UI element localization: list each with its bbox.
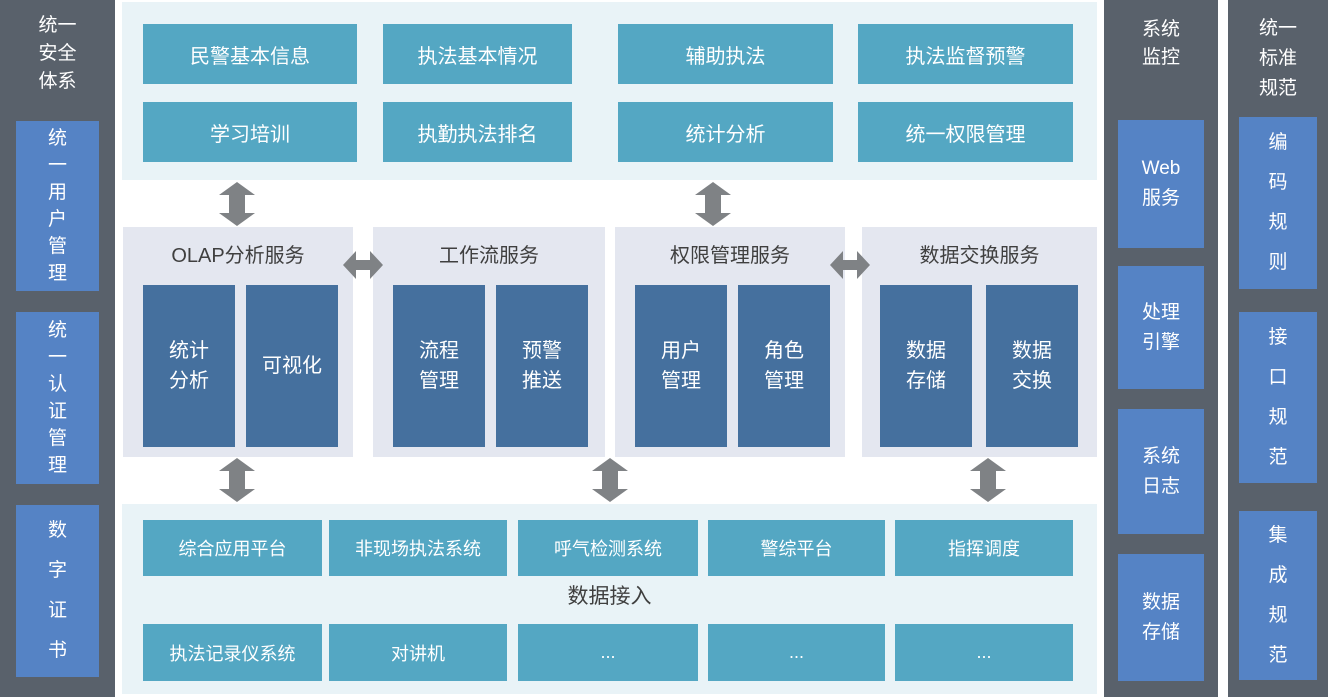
service-group-permission: 权限管理服务 用户 管理 角色 管理	[615, 227, 845, 457]
vertical-double-arrow-icon	[219, 182, 255, 226]
service-group-title: 工作流服务	[439, 245, 539, 267]
box-web-service: Web 服务	[1118, 120, 1204, 248]
unified-security-title: 统一 安全 体系	[38, 15, 77, 92]
unified-security-column: 统一 安全 体系 统 一 用 户 管 理 统 一 认 证 管 理 数 字 证 书	[0, 0, 115, 697]
box-integration-spec: 集 成 规 范	[1239, 511, 1317, 680]
box-processing-engine: 处理 引擎	[1118, 266, 1204, 389]
box-offsite-enforcement-system: 非现场执法系统	[329, 520, 507, 576]
box-ellipsis-2: ...	[708, 624, 885, 681]
data-access-label: 数据接入	[567, 585, 652, 608]
box-statistical-analysis-app: 统计分析	[618, 102, 833, 162]
box-ellipsis-1: ...	[518, 624, 698, 681]
box-warning-push: 预警 推送	[496, 285, 588, 447]
box-supervision-warning: 执法监督预警	[858, 24, 1073, 84]
service-group-olap: OLAP分析服务 统计 分析 可视化	[123, 227, 353, 457]
box-police-basic-info: 民警基本信息	[143, 24, 357, 84]
application-panel: 民警基本信息 执法基本情况 辅助执法 执法监督预警 学习培训 执勤执法排名 统计…	[122, 2, 1097, 180]
box-coding-rules: 编 码 规 则	[1239, 117, 1317, 289]
unified-standard-column: 统一 标准 规范 编 码 规 则 接 口 规 范 集 成 规 范	[1228, 0, 1328, 697]
box-breath-test-system: 呼气检测系统	[518, 520, 698, 576]
box-user-management: 用户 管理	[635, 285, 727, 447]
box-intercom: 对讲机	[329, 624, 507, 681]
data-access-panel: 综合应用平台 非现场执法系统 呼气检测系统 警综平台 指挥调度 数据接入 执法记…	[122, 504, 1097, 694]
box-enforcement-basic-status: 执法基本情况	[383, 24, 572, 84]
vertical-double-arrow-icon	[695, 182, 731, 226]
box-integrated-app-platform: 综合应用平台	[143, 520, 322, 576]
box-stat-analysis: 统计 分析	[143, 285, 235, 447]
box-unified-auth-management: 统 一 认 证 管 理	[16, 312, 99, 484]
box-data-exchange: 数据 交换	[986, 285, 1078, 447]
box-body-camera-system: 执法记录仪系统	[143, 624, 322, 681]
horizontal-double-arrow-icon	[830, 251, 870, 279]
box-interface-spec: 接 口 规 范	[1239, 312, 1317, 483]
box-unified-user-management: 统 一 用 户 管 理	[16, 121, 99, 291]
box-command-dispatch: 指挥调度	[895, 520, 1073, 576]
horizontal-double-arrow-icon	[343, 251, 383, 279]
unified-standard-title: 统一 标准 规范	[1258, 18, 1297, 99]
service-group-data-exchange: 数据交换服务 数据 存储 数据 交换	[862, 227, 1097, 457]
service-group-title: 权限管理服务	[670, 245, 790, 267]
box-data-storage-monitor: 数据 存储	[1118, 554, 1204, 681]
box-process-management: 流程 管理	[393, 285, 485, 447]
box-assisted-enforcement: 辅助执法	[618, 24, 833, 84]
box-learning-training: 学习培训	[143, 102, 357, 162]
system-monitor-title: 系统 监控	[1141, 19, 1180, 68]
vertical-double-arrow-icon	[592, 458, 628, 502]
box-role-management: 角色 管理	[738, 285, 830, 447]
box-data-storage: 数据 存储	[880, 285, 972, 447]
vertical-double-arrow-icon	[970, 458, 1006, 502]
box-unified-permission-mgmt: 统一权限管理	[858, 102, 1073, 162]
box-police-integrated-platform: 警综平台	[708, 520, 885, 576]
system-monitor-column: 系统 监控 Web 服务 处理 引擎 系统 日志 数据 存储	[1104, 0, 1218, 697]
box-ellipsis-3: ...	[895, 624, 1073, 681]
service-group-workflow: 工作流服务 流程 管理 预警 推送	[373, 227, 605, 457]
vertical-double-arrow-icon	[219, 458, 255, 502]
box-digital-certificate: 数 字 证 书	[16, 505, 99, 677]
box-visualization: 可视化	[246, 285, 338, 447]
box-duty-enforcement-ranking: 执勤执法排名	[383, 102, 572, 162]
service-group-title: 数据交换服务	[919, 245, 1040, 267]
service-group-title: OLAP分析服务	[171, 245, 305, 267]
box-system-log: 系统 日志	[1118, 409, 1204, 534]
